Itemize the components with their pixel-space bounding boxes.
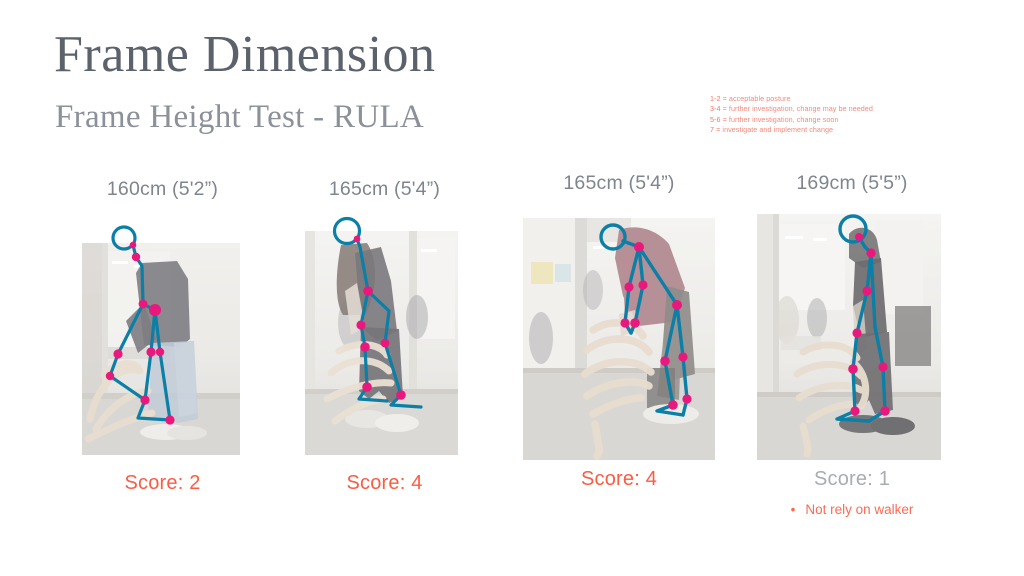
note-text: Not rely on walker (805, 502, 914, 517)
legend-item: 7 = investigate and implement change (710, 125, 950, 135)
height-label: 165cm (5'4”) (328, 178, 441, 200)
legend-range: 7 (710, 125, 715, 135)
photo-image (82, 243, 240, 455)
test-panel-3: 165cm (5'4”) (513, 172, 725, 508)
height-label: 165cm (5'4”) (563, 172, 675, 194)
posture-photo-1 (82, 225, 240, 455)
legend-text: = further investigation, change soon (722, 114, 839, 124)
photo-frame (305, 231, 458, 455)
photo-frame (523, 218, 715, 460)
score-label-3: Score: 4 (580, 468, 658, 490)
photo-image (305, 231, 458, 455)
score-label-4: Score: 1 (813, 468, 891, 490)
test-panel-1: 160cm (5'2”) (60, 178, 265, 508)
legend-text: = further investigation, change may be n… (722, 104, 873, 114)
page-title: Frame Dimension (54, 26, 436, 83)
page-subtitle: Frame Height Test - RULA (55, 99, 425, 135)
test-panel-2: 165cm (5'4”) (282, 178, 487, 508)
height-label: 160cm (5'2”) (106, 178, 219, 200)
test-panel-4: 169cm (5'5”) (746, 172, 958, 532)
panel-note-4: • Not rely on walker (746, 502, 958, 517)
legend-range: 1-2 (710, 94, 721, 103)
rula-score-legend: 1-2 = acceptable posture 3-4 = further i… (710, 94, 950, 136)
score-label-1: Score: 2 (124, 472, 201, 494)
posture-photo-2 (305, 216, 458, 455)
legend-item: 3-4 = further investigation, change may … (710, 104, 950, 114)
photo-image (523, 218, 715, 460)
legend-text: = investigate and implement change (716, 125, 834, 135)
photo-frame (757, 214, 941, 460)
height-label: 169cm (5'5”) (796, 172, 908, 194)
legend-range: 3-4 (710, 104, 721, 114)
legend-item: 5-6 = further investigation, change soon (710, 115, 950, 125)
legend-text: = acceptable posture (722, 94, 791, 103)
photo-image (757, 214, 941, 460)
bullet-icon: • (790, 502, 796, 517)
score-label-2: Score: 4 (346, 472, 423, 494)
legend-range: 5-6 (710, 114, 721, 124)
posture-photo-3 (523, 218, 715, 460)
photo-frame (82, 243, 240, 455)
posture-photo-4 (757, 214, 941, 460)
legend-item: 1-2 = acceptable posture (710, 94, 950, 104)
